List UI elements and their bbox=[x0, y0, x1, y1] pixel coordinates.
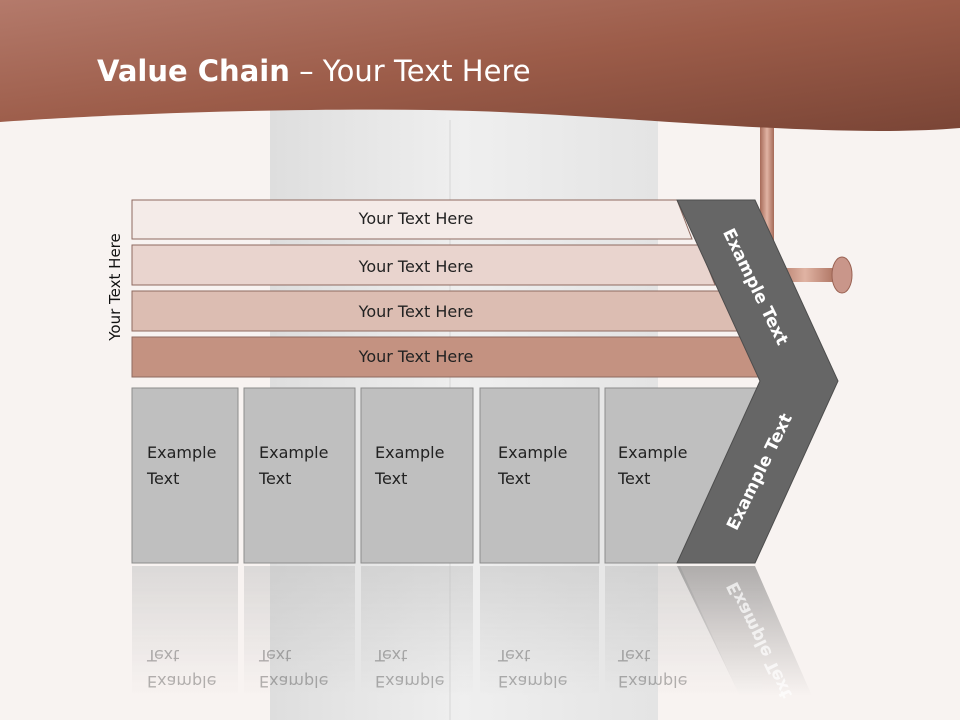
box-4: Example Text bbox=[479, 387, 600, 564]
box-5-line2: Text bbox=[617, 469, 650, 488]
svg-text:Example: Example bbox=[259, 672, 328, 691]
row-1-label: Your Text Here bbox=[358, 209, 474, 228]
box-2-line1: Example bbox=[259, 443, 328, 462]
box-3-line2: Text bbox=[374, 469, 407, 488]
chevron-arrow bbox=[676, 199, 839, 564]
row-3-label: Your Text Here bbox=[358, 302, 474, 321]
svg-text:Text: Text bbox=[146, 646, 179, 665]
box-5-line1: Example bbox=[618, 443, 687, 462]
box-2: Example Text bbox=[243, 387, 356, 564]
svg-text:Example: Example bbox=[375, 672, 444, 691]
box-3: Example Text bbox=[360, 387, 474, 564]
row-4: Your Text Here bbox=[131, 336, 765, 378]
header-band bbox=[0, 0, 960, 131]
title-rest: – Your Text Here bbox=[289, 54, 531, 88]
box-2-line2: Text bbox=[258, 469, 291, 488]
box-4-line1: Example bbox=[498, 443, 567, 462]
row-4-label: Your Text Here bbox=[358, 347, 474, 366]
box-1-line1: Example bbox=[147, 443, 216, 462]
svg-text:Text: Text bbox=[497, 646, 530, 665]
pipe-flange bbox=[831, 256, 853, 294]
reflection bbox=[132, 566, 812, 696]
svg-text:Example: Example bbox=[498, 672, 567, 691]
page-title: Value Chain – Your Text Here bbox=[97, 54, 531, 88]
row-3: Your Text Here bbox=[131, 290, 740, 332]
row-1: Your Text Here bbox=[131, 199, 693, 240]
svg-text:Text: Text bbox=[617, 646, 650, 665]
svg-text:Example: Example bbox=[147, 672, 216, 691]
box-1-line2: Text bbox=[146, 469, 179, 488]
box-1: Example Text bbox=[131, 387, 239, 564]
row-2-label: Your Text Here bbox=[358, 257, 474, 276]
svg-text:Example: Example bbox=[618, 672, 687, 691]
svg-text:Text: Text bbox=[374, 646, 407, 665]
box-4-line2: Text bbox=[497, 469, 530, 488]
reflection-text: Text Example Text Example Text Example T… bbox=[146, 646, 687, 691]
box-3-line1: Example bbox=[375, 443, 444, 462]
side-label: Your Text Here bbox=[106, 233, 124, 341]
title-bold: Value Chain bbox=[97, 54, 290, 88]
svg-text:Text: Text bbox=[258, 646, 291, 665]
row-2: Your Text Here bbox=[131, 244, 716, 286]
